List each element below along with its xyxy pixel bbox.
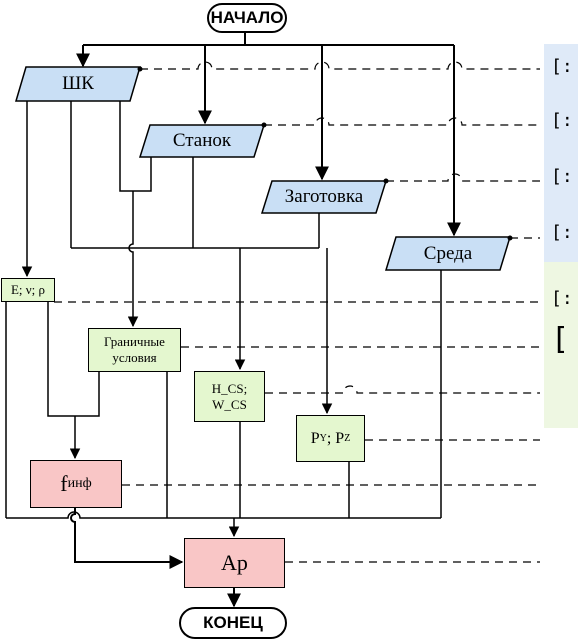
- boundary-conditions-box: Граничные условия: [88, 328, 181, 372]
- side-mark-1: [:: [551, 56, 573, 77]
- shk-shape: [14, 66, 142, 102]
- py-label: P: [310, 429, 320, 447]
- ap-box: Ap: [184, 538, 285, 588]
- wcs-label: W_CS: [212, 396, 247, 412]
- start-terminal: НАЧАЛО: [207, 3, 287, 33]
- shk-label: ШК: [62, 73, 94, 94]
- sreda-shape: [384, 236, 512, 271]
- side-mark-2: [:: [551, 110, 573, 131]
- side-panel-green: [544, 262, 578, 428]
- side-mark-6: [: [551, 322, 570, 357]
- f-inf-label: f: [60, 471, 68, 496]
- stanok-label: Станок: [172, 130, 232, 151]
- zagotovka-label: Заготовка: [284, 186, 364, 207]
- pz-label: P: [335, 429, 345, 447]
- sreda-label: Среда: [423, 242, 473, 264]
- py-pz-sep: ;: [326, 429, 336, 447]
- hcs-label: H_CS;: [211, 380, 248, 396]
- stanok-shape: [138, 124, 266, 158]
- side-panel-blue: [544, 44, 578, 262]
- py-sub: Y: [319, 433, 327, 444]
- end-terminal: КОНЕЦ: [179, 607, 287, 639]
- f-inf-sub: инф: [67, 476, 92, 491]
- side-mark-5: [:: [551, 288, 573, 309]
- side-mark-4: [:: [551, 222, 573, 243]
- zagotovka-shape: [260, 180, 388, 214]
- side-mark-3: [:: [551, 166, 573, 187]
- pz-sub: Z: [344, 433, 351, 444]
- hcs-wcs-box: H_CS; W_CS: [194, 371, 265, 422]
- material-properties-box: E; ν; ρ: [1, 278, 55, 302]
